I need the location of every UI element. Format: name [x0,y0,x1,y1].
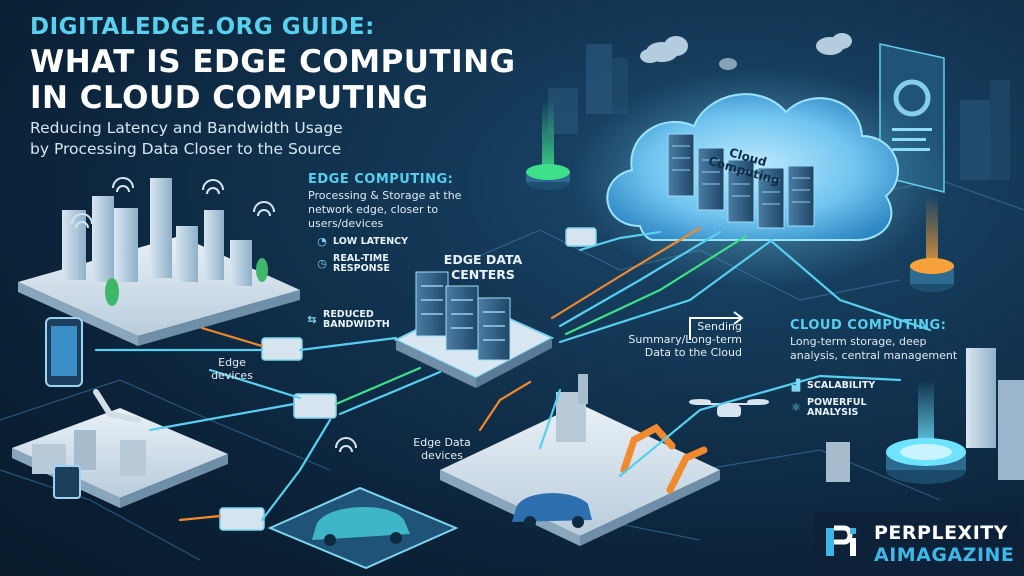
brand-name-line-1: PERPLEXITY [874,522,1008,544]
right-server-racks [826,348,1024,482]
feature-label: LOW LATENCY [333,236,409,247]
cloud-body-line-1: Long-term storage, deep [790,335,927,348]
chart-icon: ▟ [791,379,801,392]
edge-body-line-2: network edge, closer to [308,203,439,216]
edge-data-devices-line-2: devices [421,449,463,462]
subtitle: Reducing Latency and Bandwidth Usage by … [30,118,450,160]
edge-devices-label: Edge devices [202,356,262,382]
brand-logo: PERPLEXITY AIMAGAZINE [814,512,1020,572]
edge-data-centers-line-1: EDGE DATA [443,252,523,267]
cloud-computing-panel: CLOUD COMPUTING: Long-term storage, deep… [790,318,957,363]
feature-low-latency: ◔ LOW LATENCY [316,236,408,248]
feature-reduced-bandwidth: ⇆ REDUCED BANDWIDTH [306,310,390,330]
drone [689,399,769,417]
brand-name-line-2: AIMAGAZINE [874,544,1015,566]
sending-line-2: Summary/Long-term [628,333,742,346]
smart-city-platform [18,178,300,346]
edge-computing-heading: EDGE COMPUTING: [308,172,454,187]
edge-computing-body: Processing & Storage at the network edge… [308,189,461,231]
feature-label-line-1: POWERFUL [807,397,867,408]
sending-line-1: Sending [697,320,742,333]
data-disc-green [526,164,570,190]
cloud-body-line-2: analysis, central management [790,349,958,362]
light-beams [542,100,938,450]
sending-data-label: Sending Summary/Long-term Data to the Cl… [610,320,742,359]
cloud-computing-cloud [570,68,950,288]
feature-label-line-2: RESPONSE [333,263,390,274]
feature-label: REDUCED BANDWIDTH [323,310,390,330]
edge-body-line-1: Processing & Storage at the [308,189,462,202]
title-line-2: IN CLOUD COMPUTING [30,80,429,116]
title-kicker: DIGITALEDGE.ORG GUIDE: [30,14,375,40]
upload-arrow [689,311,744,340]
arrows-icon: ⇆ [307,313,317,326]
feature-label: POWERFUL ANALYSIS [807,398,867,418]
edge-computing-panel: EDGE COMPUTING: Processing & Storage at … [308,172,461,231]
feature-scalability: ▟ SCALABILITY [790,379,876,392]
data-flows [94,226,932,522]
feature-powerful-analysis: ⚛ POWERFUL ANALYSIS [790,398,867,418]
clock-icon: ◷ [317,257,327,270]
feature-label-line-2: ANALYSIS [807,407,859,418]
smartphone-device [45,317,83,387]
gauge-icon: ◔ [317,235,327,248]
feature-label-line-1: REDUCED [323,309,374,320]
edge-data-center [393,271,555,388]
edge-devices-line-1: Edge [218,356,246,369]
wifi-signal-icons [71,177,357,453]
subtitle-line-1: Reducing Latency and Bandwidth Usage [30,119,343,137]
feature-label: SCALABILITY [807,380,876,391]
feature-label-line-1: REAL-TIME [333,253,389,264]
data-disc-orange [910,258,954,292]
edge-data-devices-label: Edge Data devices [404,436,480,462]
feature-real-time-response: ◷ REAL-TIME RESPONSE [316,254,390,274]
factory-platform [12,389,228,508]
edge-data-centers-label: EDGE DATA CENTERS [438,252,528,282]
edge-devices-line-2: devices [211,369,253,382]
edge-data-devices-line-1: Edge Data [413,436,471,449]
feature-label: REAL-TIME RESPONSE [333,254,390,274]
edge-data-centers-line-2: CENTERS [451,267,515,282]
small-clouds [640,33,852,70]
subtitle-line-2: by Processing Data Closer to the Source [30,140,342,158]
cloud-computing-heading: CLOUD COMPUTING: [790,318,947,333]
data-disc-cyan [886,438,966,484]
title-line-1: WHAT IS EDGE COMPUTING [30,44,516,80]
edge-body-line-3: users/devices [308,217,384,230]
atom-icon: ⚛ [791,401,801,414]
sending-line-3: Data to the Cloud [644,346,742,359]
brand-mark-icon [826,525,856,556]
cloud-computing-body: Long-term storage, deep analysis, centra… [790,335,957,363]
industrial-robot-platform [440,374,720,546]
feature-label-line-2: BANDWIDTH [323,319,390,330]
connected-car [267,486,459,570]
